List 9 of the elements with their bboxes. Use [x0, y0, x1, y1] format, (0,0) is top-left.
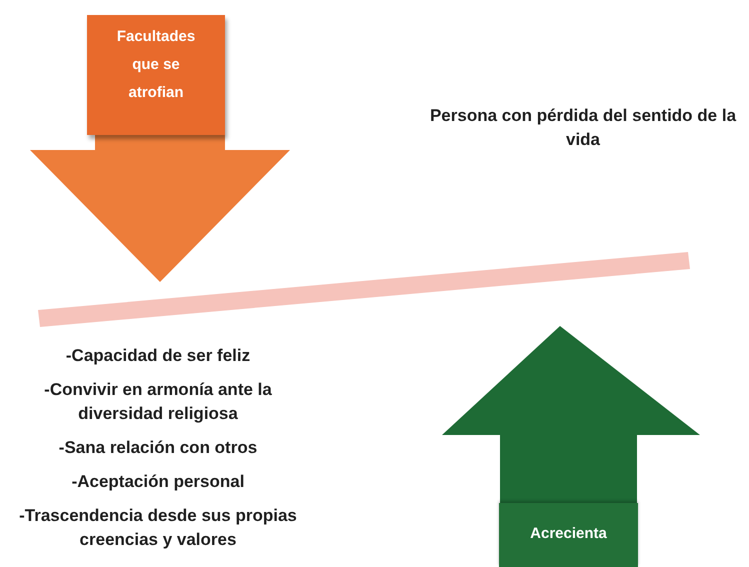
list-item: -Trascendencia desde sus propias creencias y valores — [18, 505, 298, 551]
heading-text: Persona con pérdida del sentido de la vida — [428, 105, 738, 151]
seesaw-bar — [38, 252, 690, 327]
list-item: -Sana relación con otros — [58, 437, 258, 459]
list-item: -Capacidad de ser feliz — [66, 345, 250, 367]
list-item: -Convivir en armonía ante la diversidad religiosa — [43, 379, 273, 425]
list-item: -Aceptación personal — [72, 471, 244, 493]
arrow-label: Acrecienta — [530, 524, 607, 544]
arrow-label: Facultades que se atrofian — [116, 27, 196, 103]
